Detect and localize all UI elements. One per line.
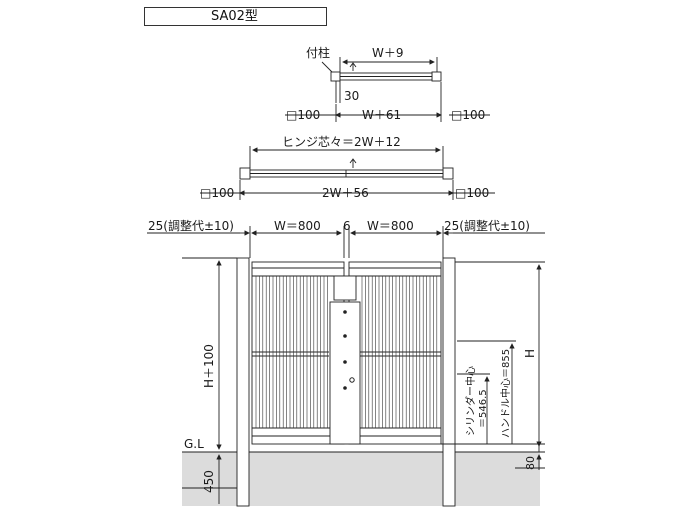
depth-30-label: 30 bbox=[344, 89, 359, 103]
post-right-size-1: □100 bbox=[451, 108, 485, 122]
cylinder-value: ＝546.5 bbox=[478, 389, 489, 428]
cylinder-label: シリンダー中心 bbox=[464, 366, 477, 436]
center-ornaments bbox=[343, 310, 355, 390]
gap-label: 6 bbox=[343, 219, 351, 233]
height-dimensions bbox=[182, 257, 545, 504]
post-height-label: H＋100 bbox=[202, 344, 216, 388]
plan-view-single bbox=[285, 57, 490, 122]
gate-height-label: H bbox=[523, 349, 537, 358]
gate-slats bbox=[255, 276, 438, 428]
right-gate-leaf bbox=[348, 261, 442, 445]
clearance-label: 80 bbox=[524, 456, 537, 470]
ground-level-label: G.L bbox=[184, 437, 204, 451]
w-right-label: W＝800 bbox=[367, 219, 414, 233]
span-2w56-label: 2W＋56 bbox=[322, 186, 369, 200]
w-left-label: W＝800 bbox=[274, 219, 321, 233]
ground-area bbox=[182, 452, 540, 506]
center-plate bbox=[329, 301, 361, 445]
gate-elevation bbox=[236, 257, 456, 507]
post-left-size-1: □100 bbox=[286, 108, 320, 122]
embed-depth-label: 450 bbox=[202, 470, 216, 493]
plan-view-double bbox=[200, 146, 495, 200]
width-w9-label: W＋9 bbox=[372, 46, 404, 60]
right-post bbox=[442, 257, 456, 507]
left-post bbox=[236, 257, 250, 507]
post-right-size-2: □100 bbox=[455, 186, 489, 200]
model-label: SA02型 bbox=[144, 7, 327, 26]
model-label-text: SA02型 bbox=[211, 9, 258, 24]
elevation-view bbox=[147, 226, 545, 258]
post-left-size-2: □100 bbox=[200, 186, 234, 200]
post-label: 付柱 bbox=[306, 45, 330, 60]
left-adjust-label: 25(調整代±10) bbox=[148, 218, 234, 233]
left-gate-leaf bbox=[251, 261, 345, 445]
hinge-label: ヒンジ芯々＝2W＋12 bbox=[282, 135, 401, 149]
right-adjust-label: 25(調整代±10) bbox=[444, 218, 530, 233]
span-w61-label: W＋61 bbox=[362, 108, 401, 122]
handle-label: ハンドル中心＝855 bbox=[499, 349, 512, 438]
